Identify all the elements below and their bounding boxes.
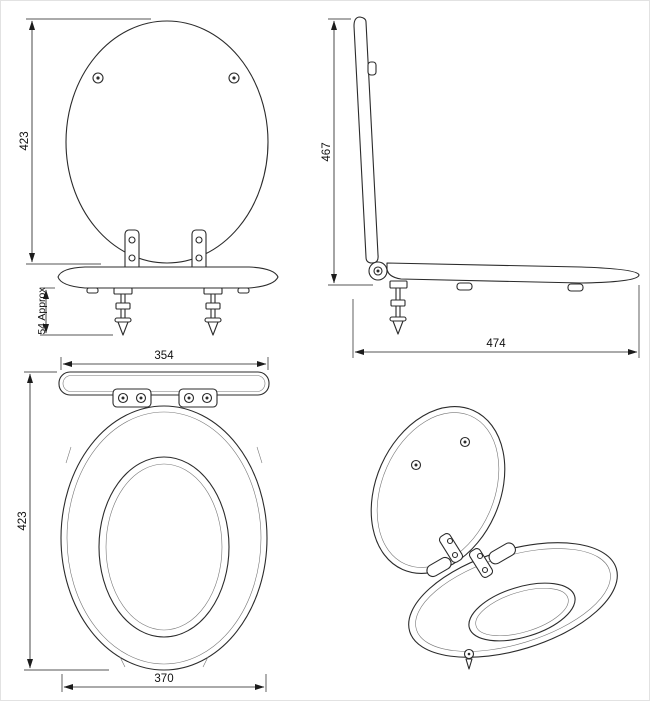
hinge-assembly-right — [178, 388, 218, 408]
fixing-bolt-left — [113, 287, 133, 336]
seat-foot-left — [456, 282, 473, 291]
hinge-assembly-left — [112, 388, 152, 408]
lid-screw-a — [410, 459, 422, 471]
hinge-rod-right — [488, 542, 516, 565]
perspective-seat — [408, 542, 618, 658]
dim-top-lid-width-label: 354 — [154, 350, 174, 362]
lid-bumper — [367, 61, 377, 76]
top-view: 354 — [17, 350, 270, 692]
lid-side-profile — [353, 16, 379, 264]
dim-top-height-label: 423 — [17, 511, 29, 530]
perspective-view — [370, 406, 618, 670]
dim-side-height: 467 — [321, 18, 373, 286]
seat-foot-right — [567, 283, 584, 292]
front-view: 423 54 Approx — [19, 18, 279, 336]
fixing-bolt-right — [203, 287, 223, 336]
seat-bumper-right — [237, 287, 250, 294]
lid-screw-b — [459, 436, 471, 448]
perspective-fixing-screw — [463, 648, 475, 670]
dim-top-height: 423 — [17, 371, 109, 671]
open-lid-edge — [58, 371, 270, 396]
dim-top-lid-width: 354 — [60, 350, 269, 370]
perspective-lid — [370, 406, 506, 574]
fixing-bolt-side — [389, 280, 408, 335]
seat-opening — [98, 456, 230, 638]
dim-top-seat-width: 370 — [61, 673, 267, 692]
hinge-rod-left — [426, 556, 452, 578]
seat-front-profile — [57, 266, 279, 289]
hinge-pivot — [368, 261, 388, 281]
perspective-hinges — [426, 533, 516, 578]
dim-top-seat-width-label: 370 — [154, 673, 173, 685]
lid-outline — [65, 20, 269, 264]
side-view: 467 474 — [321, 16, 640, 358]
dim-front-height: 423 — [19, 18, 151, 265]
dim-bolt-drop: 54 Approx — [36, 287, 113, 336]
hinge-plate-right — [191, 229, 207, 272]
seat-side-profile — [386, 262, 640, 284]
dim-side-height-label: 467 — [321, 142, 333, 161]
lid-screw-right — [228, 72, 240, 84]
hinge-plate-left — [124, 229, 140, 272]
dim-side-depth-label: 474 — [486, 338, 506, 350]
seat-ring — [60, 405, 268, 671]
seat-bumper-left — [86, 287, 99, 294]
dim-front-height-label: 423 — [19, 131, 31, 150]
dim-side-depth: 474 — [352, 285, 640, 358]
seat-opening-perspective — [468, 582, 576, 642]
dim-bolt-drop-label: 54 Approx — [36, 287, 48, 335]
lid-screw-left — [92, 72, 104, 84]
